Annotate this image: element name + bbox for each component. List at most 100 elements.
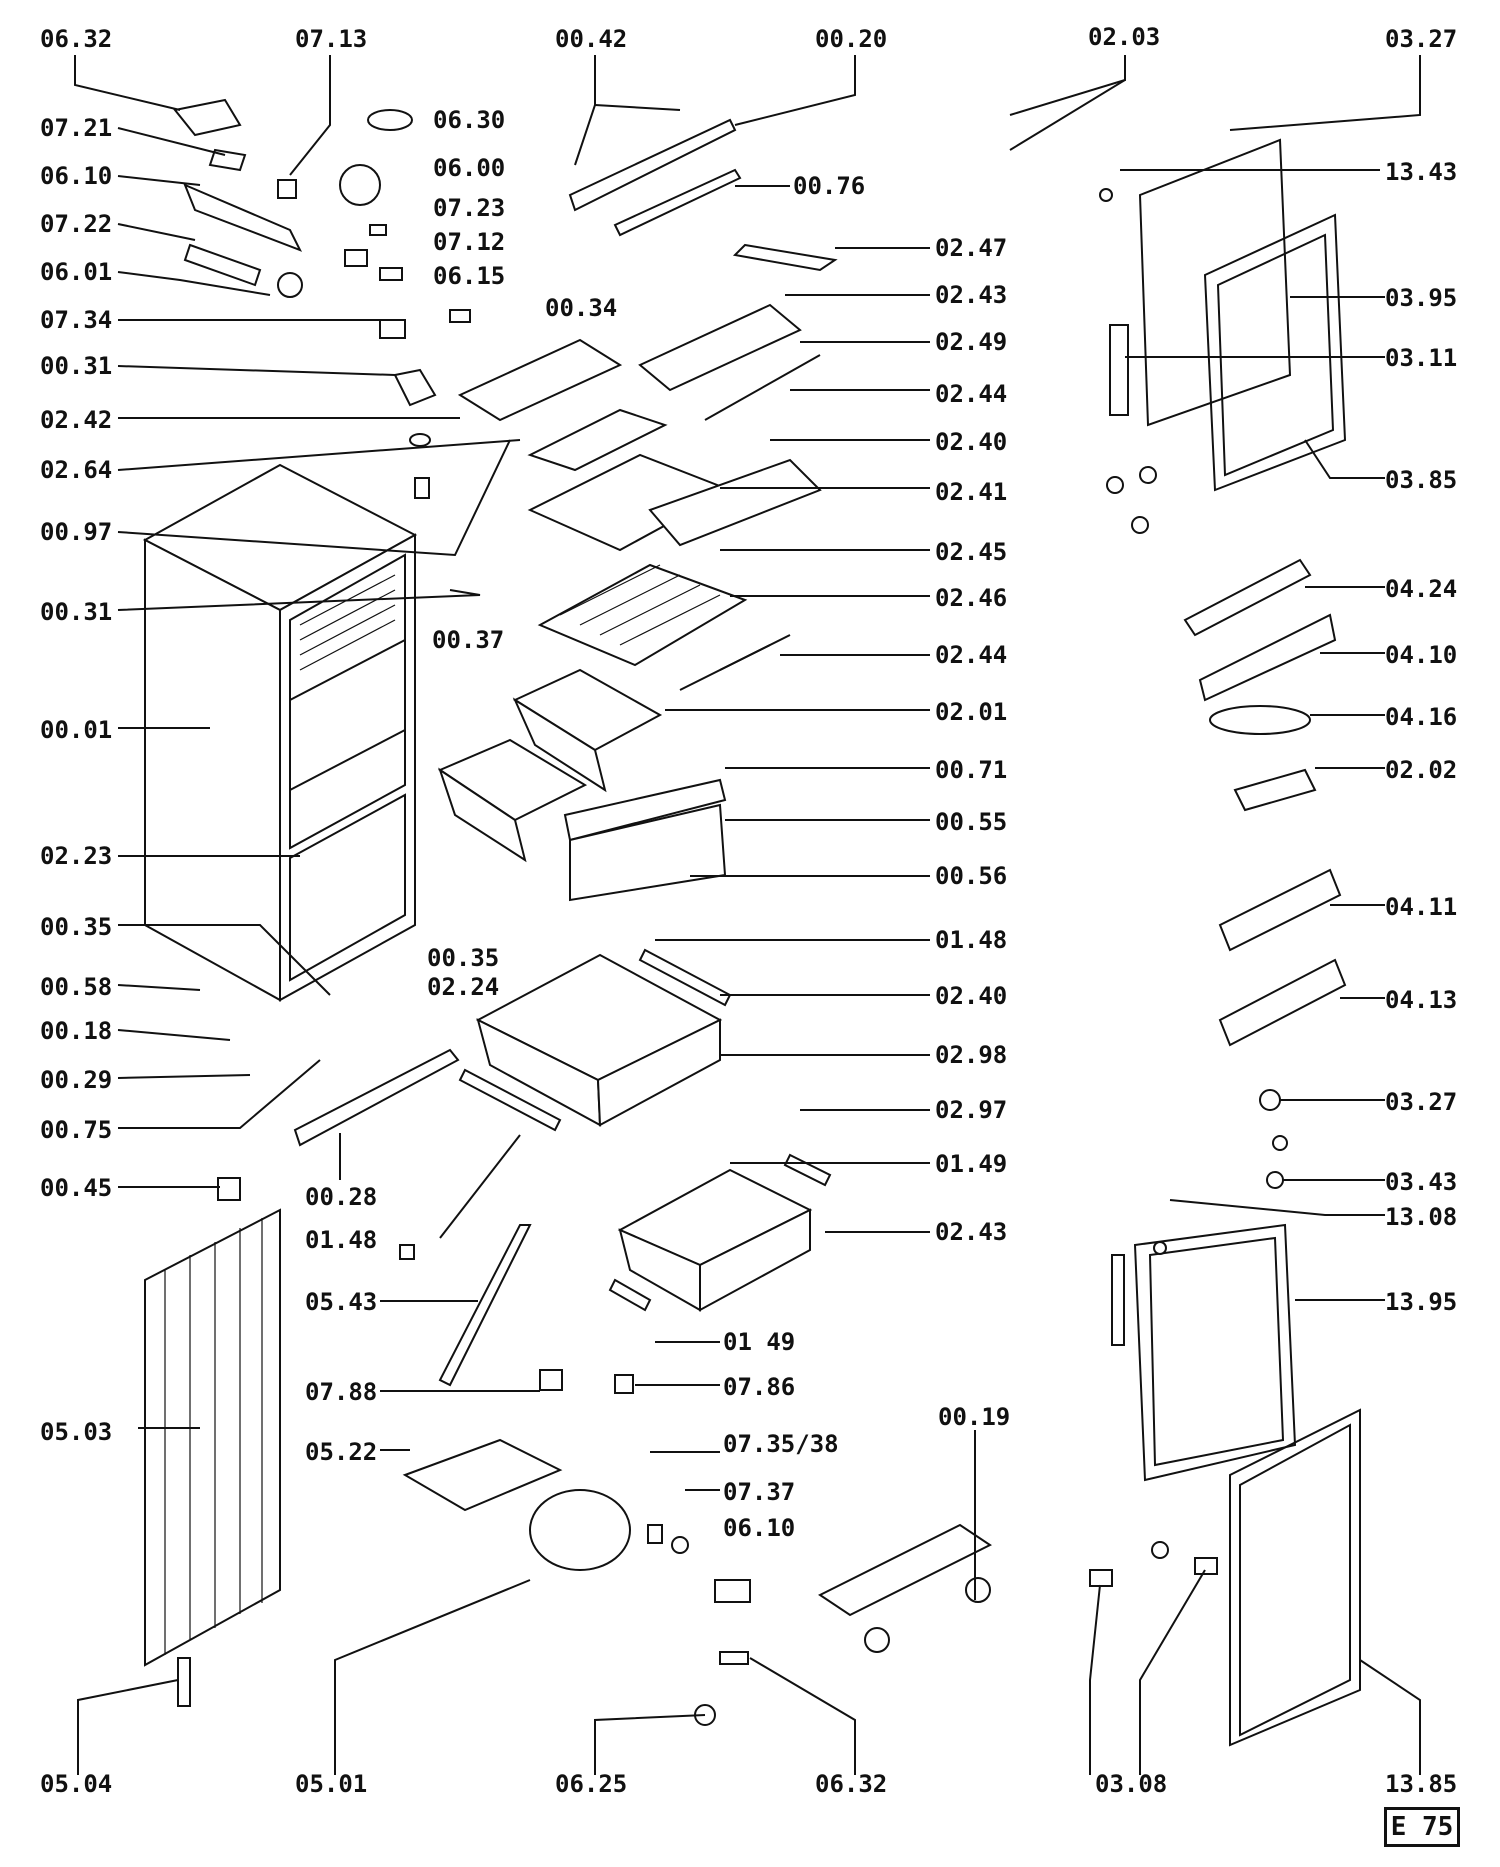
part-number-label: 02.98 — [935, 1041, 1007, 1069]
part-number-label: 03.95 — [1385, 284, 1457, 312]
part-number-label: 06.32 — [40, 25, 112, 53]
part-number-label: 07.37 — [723, 1478, 795, 1506]
part-number-label: 04.10 — [1385, 641, 1457, 669]
part-number-label: 00.42 — [555, 25, 627, 53]
part-number-label: 07.23 — [433, 194, 505, 222]
part-number-label: 02.97 — [935, 1096, 1007, 1124]
part-number-label: 13.95 — [1385, 1288, 1457, 1316]
part-number-label: 00.35 — [427, 944, 499, 972]
part-number-label: 05.22 — [305, 1438, 377, 1466]
part-number-label: 00.97 — [40, 518, 112, 546]
part-number-label: 02.02 — [1385, 756, 1457, 784]
part-number-label: 04.16 — [1385, 703, 1457, 731]
part-number-label: 03.85 — [1385, 466, 1457, 494]
part-number-label: 00.76 — [793, 172, 865, 200]
part-number-label: 02.43 — [935, 1218, 1007, 1246]
part-number-label: 02.44 — [935, 380, 1007, 408]
part-number-label: 03.27 — [1385, 1088, 1457, 1116]
top-parts — [173, 98, 471, 499]
part-number-label: 13.08 — [1385, 1203, 1457, 1231]
part-number-label: 05.03 — [40, 1418, 112, 1446]
part-number-label: 02.41 — [935, 478, 1007, 506]
part-number-label: 02.47 — [935, 234, 1007, 262]
part-number-label: 07.34 — [40, 306, 112, 334]
part-number-label: 00.31 — [40, 598, 112, 626]
part-number-label: 00.34 — [545, 294, 617, 322]
part-number-label: 02.46 — [935, 584, 1007, 612]
part-number-label: 07.86 — [723, 1373, 795, 1401]
part-number-label: 02.44 — [935, 641, 1007, 669]
part-number-label: 00.56 — [935, 862, 1007, 890]
part-number-label: 01.48 — [935, 926, 1007, 954]
part-number-label: 02.23 — [40, 842, 112, 870]
part-number-label: 03.43 — [1385, 1168, 1457, 1196]
part-number-label: 07.13 — [295, 25, 367, 53]
part-number-label: 02.64 — [40, 456, 112, 484]
rails — [293, 948, 832, 1387]
part-number-label: 02.43 — [935, 281, 1007, 309]
part-number-label: 13.43 — [1385, 158, 1457, 186]
part-number-label: 06.10 — [40, 162, 112, 190]
part-number-label: 04.13 — [1385, 986, 1457, 1014]
part-number-label: 02.45 — [935, 538, 1007, 566]
part-number-label: 06.00 — [433, 154, 505, 182]
part-number-label: 07.12 — [433, 228, 505, 256]
part-number-label: 13.85 — [1385, 1770, 1457, 1798]
part-number-label: 01 49 — [723, 1328, 795, 1356]
part-number-label: 07.35/38 — [723, 1430, 839, 1458]
part-number-label: 00.18 — [40, 1017, 112, 1045]
parts-illustration — [142, 98, 1361, 1747]
part-number-label: 06.30 — [433, 106, 505, 134]
part-number-label: 02.03 — [1088, 23, 1160, 51]
part-labels: 06.32 07.13 00.42 00.20 02.03 03.27 07.2… — [40, 23, 1457, 1798]
sheet-code-box: E 75 — [1384, 1807, 1460, 1847]
part-number-label: 00.20 — [815, 25, 887, 53]
part-number-label: 02.40 — [935, 982, 1007, 1010]
part-number-label: 00.58 — [40, 973, 112, 1001]
part-number-label: 00.29 — [40, 1066, 112, 1094]
freezer-door — [1089, 1223, 1361, 1747]
leader-lines — [74, 55, 1421, 1775]
part-number-label: 00.55 — [935, 808, 1007, 836]
part-number-label: 07.88 — [305, 1378, 377, 1406]
cabinet — [142, 463, 418, 1002]
part-number-label: 00.71 — [935, 756, 1007, 784]
sheet-code: E 75 — [1390, 1812, 1454, 1842]
part-number-label: 03.11 — [1385, 344, 1457, 372]
part-number-label: 02.42 — [40, 406, 112, 434]
part-number-label: 05.01 — [295, 1770, 367, 1798]
part-number-label: 02.40 — [935, 428, 1007, 456]
part-number-label: 06.15 — [433, 262, 505, 290]
part-number-label: 07.21 — [40, 114, 112, 142]
part-number-label: 00.31 — [40, 352, 112, 380]
condenser — [144, 1208, 281, 1707]
part-number-label: 02.01 — [935, 698, 1007, 726]
drawers — [437, 668, 813, 1312]
door-bins — [1183, 558, 1347, 1189]
part-number-label: 05.43 — [305, 1288, 377, 1316]
part-number-label: 02.24 — [427, 973, 499, 1001]
shelves — [457, 118, 838, 691]
part-number-label: 07.22 — [40, 210, 112, 238]
part-number-label: 06.25 — [555, 1770, 627, 1798]
part-number-label: 00.28 — [305, 1183, 377, 1211]
part-number-label: 04.11 — [1385, 893, 1457, 921]
part-number-label: 00.75 — [40, 1116, 112, 1144]
fridge-door — [1099, 138, 1347, 534]
part-number-label: 00.35 — [40, 913, 112, 941]
part-number-label: 02.49 — [935, 328, 1007, 356]
part-number-label: 00.37 — [432, 626, 504, 654]
part-number-label: 06.10 — [723, 1514, 795, 1542]
part-number-label: 01.48 — [305, 1226, 377, 1254]
part-number-label: 00.01 — [40, 716, 112, 744]
compressor-area — [217, 1177, 992, 1726]
part-number-label: 05.04 — [40, 1770, 112, 1798]
part-number-label: 01.49 — [935, 1150, 1007, 1178]
part-number-label: 03.08 — [1095, 1770, 1167, 1798]
part-number-label: 00.19 — [938, 1403, 1010, 1431]
part-number-label: 04.24 — [1385, 575, 1457, 603]
part-number-label: 06.01 — [40, 258, 112, 286]
part-number-label: 00.45 — [40, 1174, 112, 1202]
